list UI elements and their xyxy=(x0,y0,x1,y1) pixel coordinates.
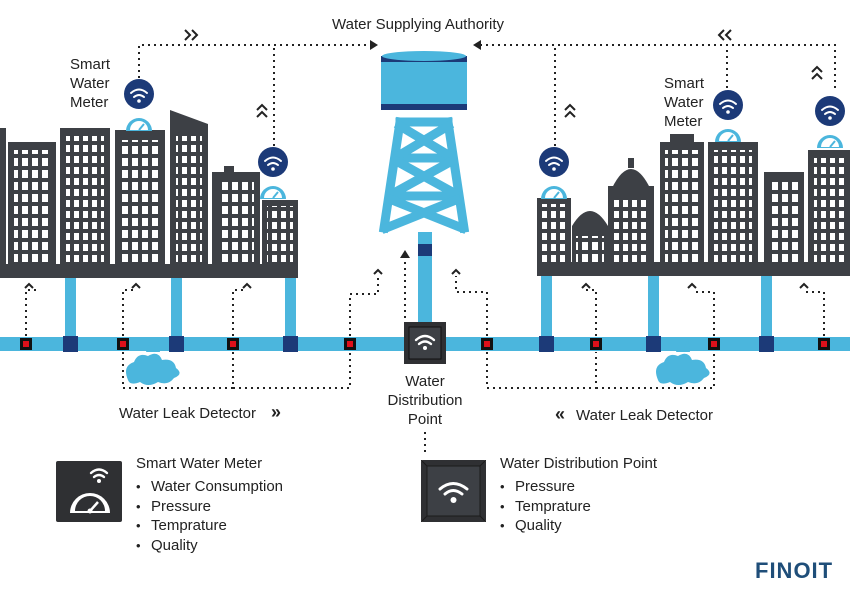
leak-sensor xyxy=(590,338,602,350)
leak-detector-label-right: Water Leak Detector xyxy=(576,407,713,424)
distribution-point-device xyxy=(404,322,446,364)
legend-meter-item: Pressure xyxy=(136,497,283,517)
leak-sensor xyxy=(481,338,493,350)
left-meter-label-line3: Meter xyxy=(70,94,109,111)
water-leak-splash-icon xyxy=(656,338,710,385)
leak-sensor xyxy=(818,338,830,350)
leak-detector-arrows-left: ›› xyxy=(271,402,281,422)
wifi-distribution-icon xyxy=(420,459,487,523)
leak-sensor xyxy=(117,338,129,350)
smart-meter-right-1 xyxy=(539,147,569,199)
right-meter-label-line3: Meter xyxy=(664,113,703,130)
legend-distribution-item: Quality xyxy=(500,516,591,536)
authority-label: Water Supplying Authority xyxy=(332,16,505,33)
distribution-label-line1: Water xyxy=(405,373,445,390)
legend-distribution-item: Pressure xyxy=(500,477,591,497)
legend-meter-item: Water Consumption xyxy=(136,477,283,497)
leak-sensor xyxy=(344,338,356,350)
leak-sensors xyxy=(20,338,830,350)
right-city xyxy=(537,134,850,276)
legend-meter-list: Water Consumption Pressure Temprature Qu… xyxy=(136,477,283,555)
connector-pipes xyxy=(65,276,772,338)
link-right-meter xyxy=(480,44,836,92)
leak-detector-links xyxy=(122,352,715,454)
finoit-logo: FINOIT xyxy=(755,558,834,583)
legend-distribution-item: Temprature xyxy=(500,497,591,517)
pipe-joints xyxy=(63,336,774,352)
legend-distribution-list: Pressure Temprature Quality xyxy=(500,477,591,536)
left-meter-label-line2: Water xyxy=(70,75,110,92)
legend-meter-title: Smart Water Meter xyxy=(136,455,263,472)
chevrons-top xyxy=(184,29,823,118)
distribution-label-line3: Point xyxy=(407,411,443,428)
leak-sensor xyxy=(708,338,720,350)
wifi-icon xyxy=(414,334,436,346)
uplink-arrows xyxy=(24,268,809,289)
legend-distribution-title: Water Distribution Point xyxy=(500,455,658,472)
leak-sensor xyxy=(20,338,32,350)
arrow-into-authority-left xyxy=(370,40,378,50)
right-meter-label-line2: Water xyxy=(664,94,704,111)
water-leak-splash-icon xyxy=(126,338,180,385)
legend-meter-item: Quality xyxy=(136,536,283,556)
smart-meter-icon xyxy=(70,468,110,514)
legend-meter-item: Temprature xyxy=(136,516,283,536)
left-city xyxy=(0,110,298,278)
leak-sensor xyxy=(227,338,239,350)
arrow-to-tower xyxy=(400,250,410,258)
smart-meter-left-1 xyxy=(124,79,154,131)
distribution-label-line2: Distribution xyxy=(387,392,463,409)
smart-meter-left-2 xyxy=(258,147,288,199)
leak-detector-arrows-right: ‹‹ xyxy=(555,404,565,424)
top-dotted-links xyxy=(138,44,836,146)
link-left-meter xyxy=(138,44,370,78)
sensor-uplinks xyxy=(25,258,825,336)
right-meter-label-line1: Smart xyxy=(664,75,705,92)
leak-detector-label-left: Water Leak Detector xyxy=(119,405,256,422)
legend-distribution-icon-box xyxy=(420,459,487,523)
legend-meter-icon-box xyxy=(56,461,122,522)
water-tower xyxy=(378,51,470,324)
smart-meter-right-2 xyxy=(713,90,743,142)
left-meter-label-line1: Smart xyxy=(70,56,111,73)
arrow-into-authority-right xyxy=(473,40,481,50)
smart-meter-right-3 xyxy=(815,96,845,148)
